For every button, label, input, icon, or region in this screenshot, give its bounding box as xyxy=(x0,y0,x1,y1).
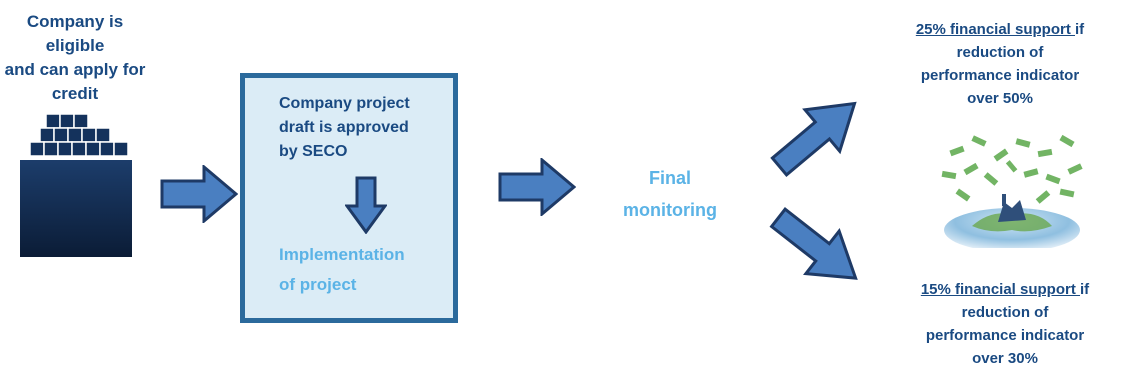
up-right-arrow xyxy=(770,101,857,178)
start-line-1: Company is eligible xyxy=(26,12,124,55)
down-right-arrow xyxy=(769,207,858,280)
outcome-25-line-3: performance indicator xyxy=(920,67,1080,84)
implementation-line-1: Implementation xyxy=(279,245,405,264)
outcome-25-underlined: 25% financial support xyxy=(915,21,1076,38)
outcome-15-percent: 15% financial support if reduction of pe… xyxy=(880,278,1130,370)
outcome-25-headline: 25% financial support if xyxy=(875,18,1125,41)
outcome-25-line-4: over 50% xyxy=(967,90,1033,107)
approval-line-1: Company project xyxy=(279,95,410,112)
outcome-15-if: if xyxy=(1080,281,1090,298)
outcome-25-line-2: reduction of xyxy=(956,44,1044,61)
outcome-15-underlined: 15% financial support xyxy=(920,281,1081,298)
outcome-25-if: if xyxy=(1075,21,1085,38)
start-line-2: and can apply for xyxy=(4,60,146,79)
money-globe-illustration xyxy=(941,134,1083,248)
outcome-15-line-2: reduction of xyxy=(961,304,1049,321)
implementation-line-2: of project xyxy=(279,275,357,294)
outcome-15-line-4: over 30% xyxy=(972,350,1038,367)
outcome-25-percent: 25% financial support if reduction of pe… xyxy=(875,18,1125,110)
process-box: Company project draft is approved by SEC… xyxy=(240,73,458,323)
approval-line-2: draft is approved xyxy=(279,119,409,136)
factory-buildings-icon xyxy=(20,113,132,257)
final-line-2: monitoring xyxy=(623,200,717,220)
implementation-text: Implementation of project xyxy=(279,240,405,300)
approval-line-3: by SECO xyxy=(279,143,348,160)
approval-text: Company project draft is approved by SEC… xyxy=(279,92,410,164)
right-arrow-1 xyxy=(160,165,238,223)
final-monitoring-label: Final monitoring xyxy=(600,162,740,226)
final-line-1: Final xyxy=(648,168,691,188)
right-arrow-2 xyxy=(498,158,576,216)
outcome-15-headline: 15% financial support if xyxy=(880,278,1130,301)
outcome-15-line-3: performance indicator xyxy=(925,327,1085,344)
down-arrow xyxy=(345,176,387,234)
start-line-3: credit xyxy=(51,84,99,103)
start-label: Company is eligible and can apply for cr… xyxy=(0,10,150,106)
